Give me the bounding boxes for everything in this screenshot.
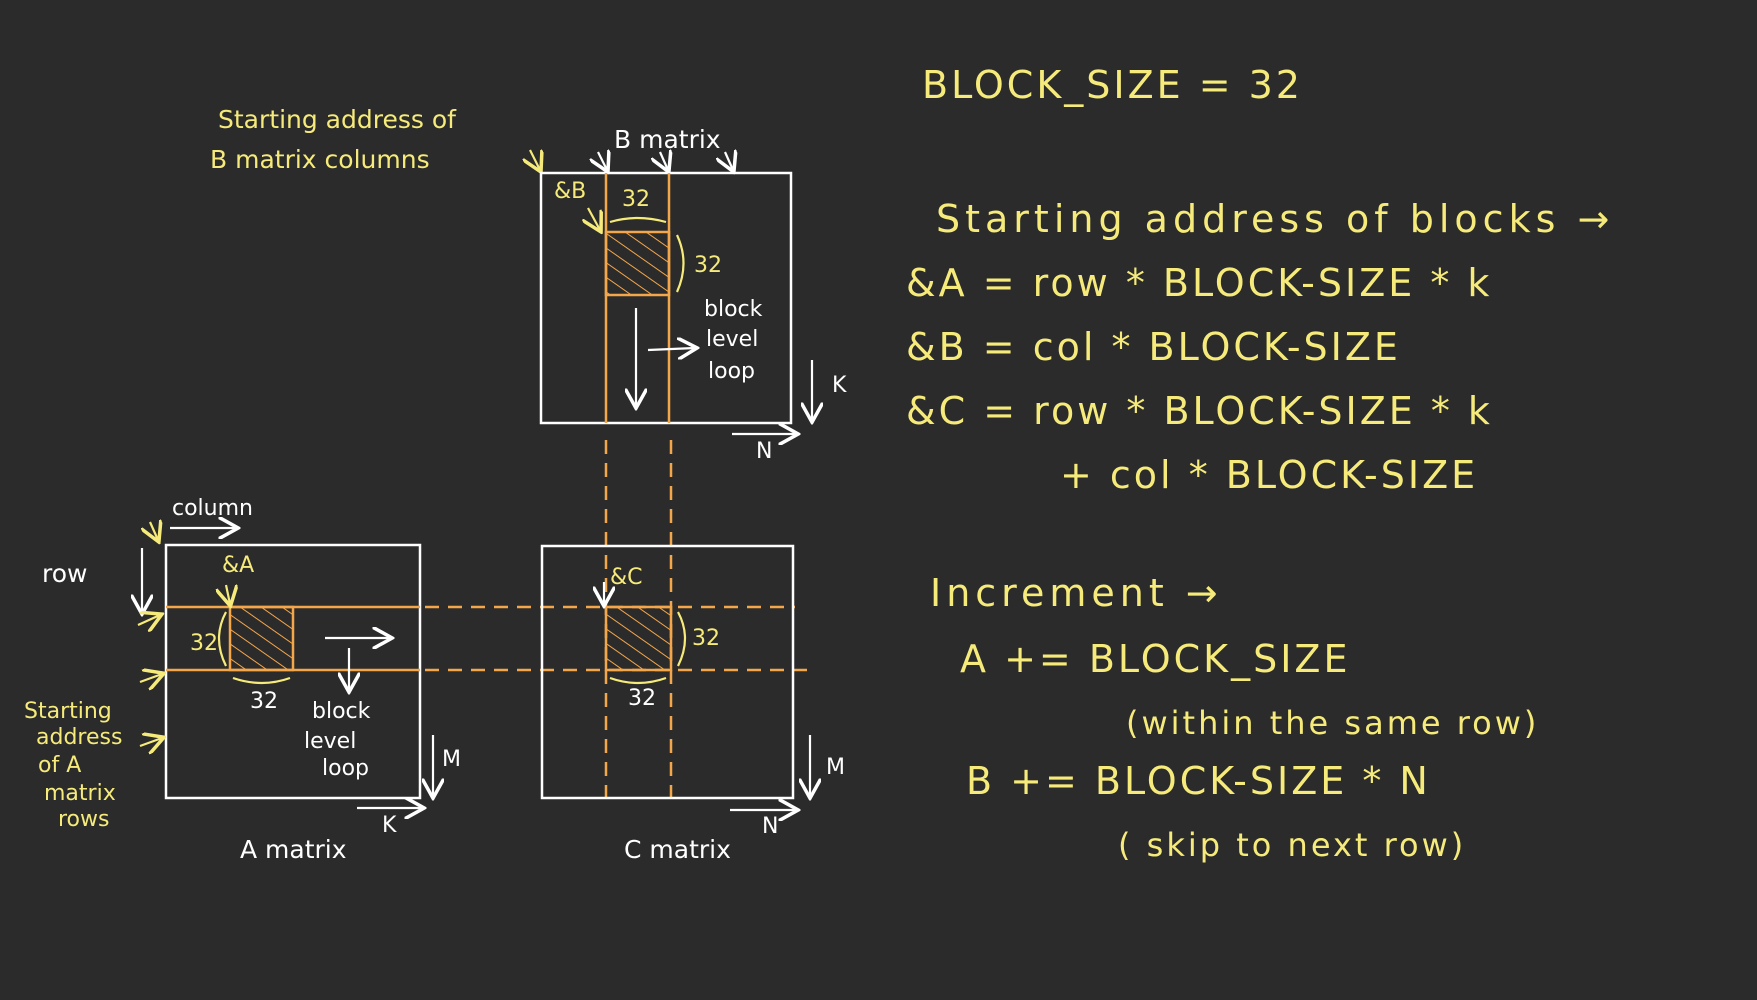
a-block <box>228 605 295 672</box>
b-start-note-line2: B matrix columns <box>210 145 430 174</box>
a-matrix-frame <box>164 543 422 800</box>
a-row-start-arrow-1 <box>137 615 160 625</box>
b-block-height-label: 32 <box>694 253 722 278</box>
b-matrix-group: Starting address of B matrix columns B m… <box>210 105 847 464</box>
c-block <box>604 605 673 672</box>
a-pointer-arrow <box>226 585 230 604</box>
a-block-height-label: 32 <box>190 631 218 656</box>
starting-address-heading: Starting address of blocks → <box>936 197 1614 241</box>
a-height-brace <box>217 611 227 667</box>
a-start-note-line1: Starting <box>24 699 112 724</box>
a-origin-arrow <box>150 522 158 540</box>
a-loop-label-1: block <box>312 699 371 724</box>
c-address-equation-line2: + col * BLOCK-SIZE <box>1060 453 1478 497</box>
b-col-arrow-4 <box>725 152 733 170</box>
c-matrix-group: &C 32 32 M N C matrix <box>540 544 845 864</box>
a-column-label: column <box>172 496 253 521</box>
a-start-note-line5: rows <box>58 807 109 832</box>
b-pointer-arrow <box>588 207 600 230</box>
b-pointer-label: &B <box>554 179 586 204</box>
a-increment-note: (within the same row) <box>1126 704 1539 742</box>
a-start-note-line2: address <box>36 725 122 750</box>
a-loop-label-2: level <box>304 729 356 754</box>
c-pointer-label: &C <box>610 565 643 590</box>
a-pointer-label: &A <box>222 553 254 578</box>
b-loop-label-1: block <box>704 297 763 322</box>
a-increment-equation: A += BLOCK_SIZE <box>960 637 1350 681</box>
a-loop-label-3: loop <box>322 756 369 781</box>
c-dim-down-label: M <box>826 755 845 780</box>
a-width-brace <box>232 676 291 685</box>
c-matrix-title: C matrix <box>624 835 731 864</box>
b-address-equation: &B = col * BLOCK-SIZE <box>906 325 1401 369</box>
b-loop-label-3: loop <box>708 359 755 384</box>
c-block-width-label: 32 <box>628 686 656 711</box>
a-row-start-arrow-3 <box>139 738 162 746</box>
b-block-width-label: 32 <box>622 187 650 212</box>
c-address-equation-line1: &C = row * BLOCK-SIZE * k <box>906 389 1493 433</box>
a-start-note-line3: of A <box>38 753 81 778</box>
a-row-label: row <box>42 559 87 588</box>
b-loop-pointer <box>647 348 695 350</box>
b-matrix-title: B matrix <box>614 125 721 154</box>
b-matrix-frame <box>539 171 793 425</box>
b-increment-equation: B += BLOCK-SIZE * N <box>966 759 1431 803</box>
a-row-start-arrow-2 <box>139 674 162 682</box>
equations-panel: BLOCK_SIZE = 32 Starting address of bloc… <box>906 63 1614 864</box>
b-col-arrow-3 <box>660 152 668 170</box>
c-dim-right-label: N <box>762 814 778 839</box>
b-dim-down-label: K <box>832 373 847 398</box>
b-loop-label-2: level <box>706 327 758 352</box>
c-matrix-frame <box>540 544 795 800</box>
b-col-arrow-2 <box>598 152 607 170</box>
b-height-brace <box>675 234 685 293</box>
b-increment-note: ( skip to next row) <box>1118 826 1466 864</box>
a-dim-right-label: K <box>382 813 397 838</box>
b-width-brace <box>609 216 667 224</box>
b-col-arrow-1 <box>530 150 540 170</box>
a-matrix-group: column row &A 32 32 block level loop M K… <box>24 496 461 864</box>
b-dim-right-label: N <box>756 439 772 464</box>
c-width-brace <box>609 676 667 685</box>
a-matrix-title: A matrix <box>240 835 347 864</box>
c-height-brace <box>677 611 687 667</box>
a-address-equation: &A = row * BLOCK-SIZE * k <box>906 261 1492 305</box>
b-start-note-line1: Starting address of <box>218 105 457 134</box>
increment-heading: Increment → <box>930 571 1223 615</box>
a-start-note-line4: matrix <box>44 781 116 806</box>
b-block <box>604 230 671 297</box>
c-block-height-label: 32 <box>692 626 720 651</box>
a-dim-down-label: M <box>442 747 461 772</box>
block-size-definition: BLOCK_SIZE = 32 <box>922 63 1303 107</box>
a-block-width-label: 32 <box>250 689 278 714</box>
